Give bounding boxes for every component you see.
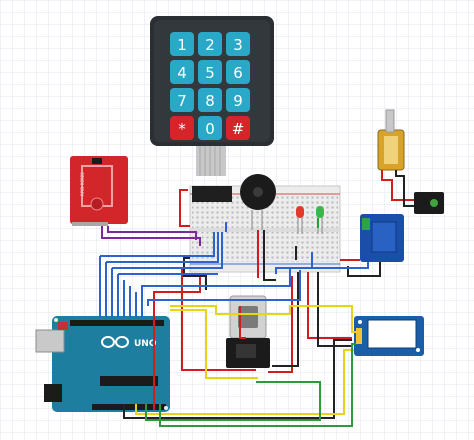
wire-black [272,272,299,367]
keypad-key-star[interactable]: * [170,116,194,140]
wire-black [123,339,352,419]
wire-red [153,274,201,410]
relay-module [360,214,404,262]
wire-red [381,170,414,201]
keypad-ribbon-cable [196,146,226,176]
key-label: 1 [177,36,187,54]
wire-black [317,272,352,347]
solenoid-lock [377,109,405,171]
arduino-uno: UNO [35,316,170,412]
wire-red [307,272,352,339]
key-label: 0 [205,120,215,138]
wire-red [179,189,190,227]
arduino-logo [101,336,129,348]
key-label: 3 [233,36,243,54]
keypad-key[interactable]: 7 [170,88,194,112]
key-label: 4 [177,64,187,82]
wire-black [183,257,207,290]
reset-button[interactable] [58,322,68,330]
wire-blue [112,232,223,269]
wire-black [347,262,381,277]
key-label: 2 [205,36,215,54]
rfid-module: RFID-RC522 [70,156,128,226]
wire-blue [106,232,219,263]
keypad-key[interactable]: 4 [170,60,194,84]
wire-blue [100,232,215,257]
wire-purple [101,226,201,246]
buzzer [240,174,276,230]
wire-yellow [135,349,354,415]
keypad-key[interactable]: 5 [198,60,222,84]
keypad-key[interactable]: 2 [198,32,222,56]
oled-display [354,316,424,356]
key-label: 9 [233,92,243,110]
key-label: 6 [233,64,243,82]
wire-red [268,276,293,373]
key-label: # [232,120,245,138]
key-label: 5 [205,64,215,82]
microcontroller-chip [100,376,158,386]
wire-purple [107,226,197,240]
keypad-key[interactable]: 6 [226,60,250,84]
rfid-label: RFID-RC522 [80,172,85,196]
wire-yellow [170,305,356,333]
keypad-key[interactable]: 9 [226,88,250,112]
wire-blue [275,262,369,274]
wire-green [145,381,321,421]
key-label: 8 [205,92,215,110]
keypad-key[interactable]: 0 [198,116,222,140]
keypad: 1 2 3 4 5 6 7 8 [150,16,274,176]
fingerprint-sensor [229,295,267,339]
led-red [296,206,304,234]
keypad-key[interactable]: 8 [198,88,222,112]
wire-black [263,230,276,281]
key-label: 7 [177,92,187,110]
dc-power-jack [414,192,444,214]
wire-red [239,306,246,339]
key-label: * [178,120,186,138]
wire-blue [141,252,313,298]
wire-black [395,170,414,207]
keypad-key-hash[interactable]: # [226,116,250,140]
wire-green [159,343,356,427]
wire-blue [147,270,301,306]
usb-port [35,329,65,353]
ic-chip [192,186,232,202]
arduino-uno-label: UNO [134,339,157,349]
wires [99,170,414,427]
keypad-key[interactable]: 3 [226,32,250,56]
keypad-key[interactable]: 1 [170,32,194,56]
wire-yellow [170,309,258,379]
power-jack [44,384,62,402]
wireless-module [226,338,270,368]
